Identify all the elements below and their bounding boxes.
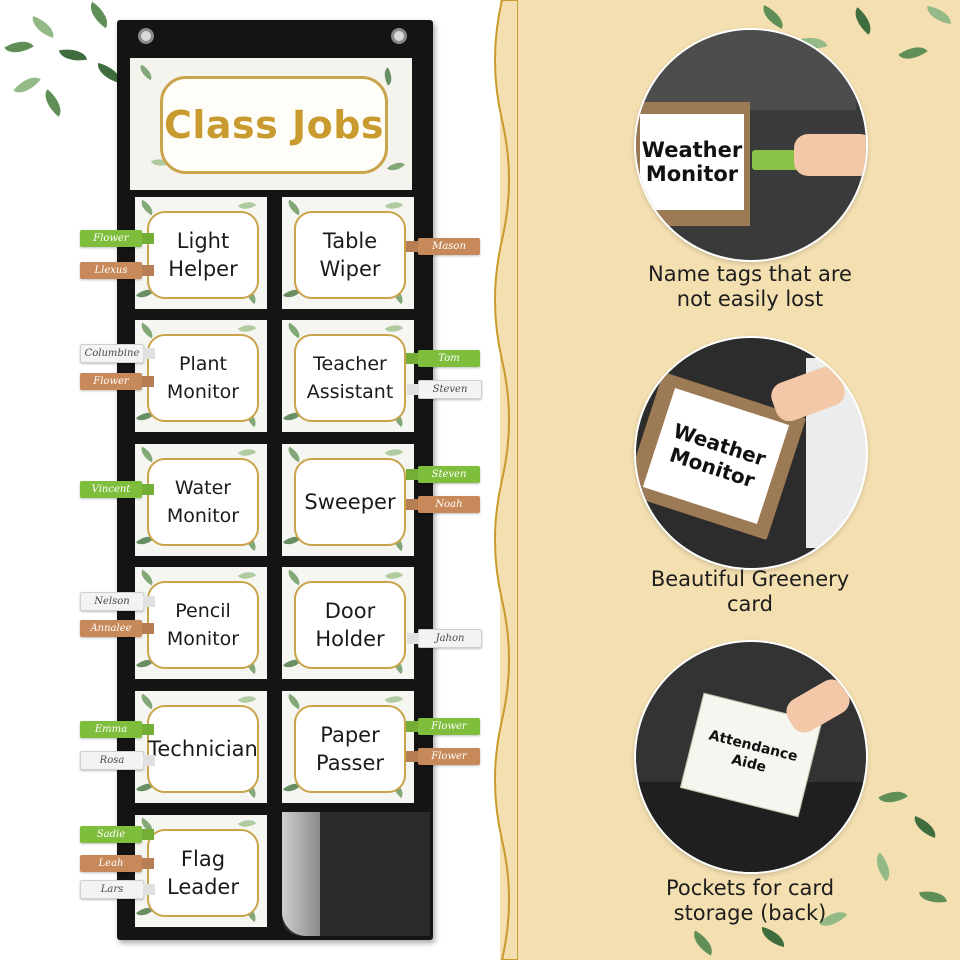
job-label: Table Wiper: [319, 229, 381, 281]
feature-circle-back-pockets: Attendance Aide: [634, 640, 868, 874]
name-clip: Steven: [418, 380, 482, 399]
scalloped-gold-edge: [494, 0, 518, 960]
job-card: Teacher Assistant: [282, 320, 414, 432]
job-label: Plant Monitor: [166, 353, 240, 403]
name-clip: Jahon: [418, 629, 482, 648]
job-card: Table Wiper: [282, 197, 414, 309]
name-clip: Llexus: [80, 262, 142, 279]
job-card: Door Holder: [282, 567, 414, 679]
name-clip: Noah: [418, 496, 480, 513]
job-card-frame: Flag Leader: [147, 829, 259, 917]
name-clip: Nelson: [80, 592, 144, 611]
name-clip: Flower: [418, 718, 480, 735]
job-card: Flag Leader: [135, 815, 267, 927]
chart-title: Class Jobs: [163, 103, 385, 147]
name-clip: Flower: [80, 373, 142, 390]
job-label: Pencil Monitor: [166, 600, 240, 650]
name-clip: Annalee: [80, 620, 142, 637]
caption-greenery-card: Beautiful Greenery card: [650, 567, 850, 616]
name-clip: Rosa: [80, 751, 144, 770]
caption-name-tags: Name tags that are not easily lost: [648, 262, 852, 311]
name-clip: Lars: [80, 880, 144, 899]
job-card-frame: Pencil Monitor: [147, 581, 259, 669]
job-card-frame: Paper Passer: [294, 705, 406, 793]
flap-curl: [282, 812, 320, 936]
job-card: Sweeper: [282, 444, 414, 556]
job-label: Water Monitor: [166, 477, 240, 527]
job-card: Light Helper: [135, 197, 267, 309]
job-card: Technician: [135, 691, 267, 803]
name-clip: Sadie: [80, 826, 142, 843]
job-card-frame: Teacher Assistant: [294, 334, 406, 422]
weather-monitor-card: Weather Monitor: [640, 114, 744, 210]
chart-header: Class Jobs: [130, 58, 412, 190]
name-clip: Columbine: [80, 344, 144, 363]
name-clip: Flower: [418, 748, 480, 765]
feature-circle-greenery-card: Weather Monitor: [634, 336, 868, 570]
caption-back-pockets: Pockets for card storage (back): [665, 876, 835, 925]
job-card-frame: Sweeper: [294, 458, 406, 546]
job-card: Water Monitor: [135, 444, 267, 556]
name-clip: Flower: [80, 230, 142, 247]
job-card: Plant Monitor: [135, 320, 267, 432]
name-clip: Leah: [80, 855, 142, 872]
job-card-frame: Water Monitor: [147, 458, 259, 546]
job-label: Teacher Assistant: [306, 353, 394, 403]
job-card-frame: Door Holder: [294, 581, 406, 669]
job-label: Technician: [148, 737, 258, 761]
job-card-frame: Technician: [147, 705, 259, 793]
feature-circle-name-tags: Weather Monitor: [634, 28, 868, 262]
job-label: Door Holder: [315, 599, 385, 651]
name-clip: Tom: [418, 350, 480, 367]
job-label: Sweeper: [304, 490, 396, 514]
name-clip: Vincent: [80, 481, 142, 498]
job-card: Paper Passer: [282, 691, 414, 803]
job-card: Pencil Monitor: [135, 567, 267, 679]
job-label: Paper Passer: [315, 723, 385, 775]
name-clip: Emma: [80, 721, 142, 738]
green-clip: [752, 150, 804, 170]
grommet-left: [138, 28, 154, 44]
name-clip: Steven: [418, 466, 480, 483]
title-frame: Class Jobs: [160, 76, 388, 174]
job-label: Flag Leader: [166, 847, 239, 899]
job-card-frame: Table Wiper: [294, 211, 406, 299]
hand: [794, 134, 866, 176]
grommet-right: [391, 28, 407, 44]
job-card-frame: Light Helper: [147, 211, 259, 299]
name-clip: Mason: [418, 238, 480, 255]
job-card-frame: Plant Monitor: [147, 334, 259, 422]
job-label: Light Helper: [168, 229, 238, 281]
